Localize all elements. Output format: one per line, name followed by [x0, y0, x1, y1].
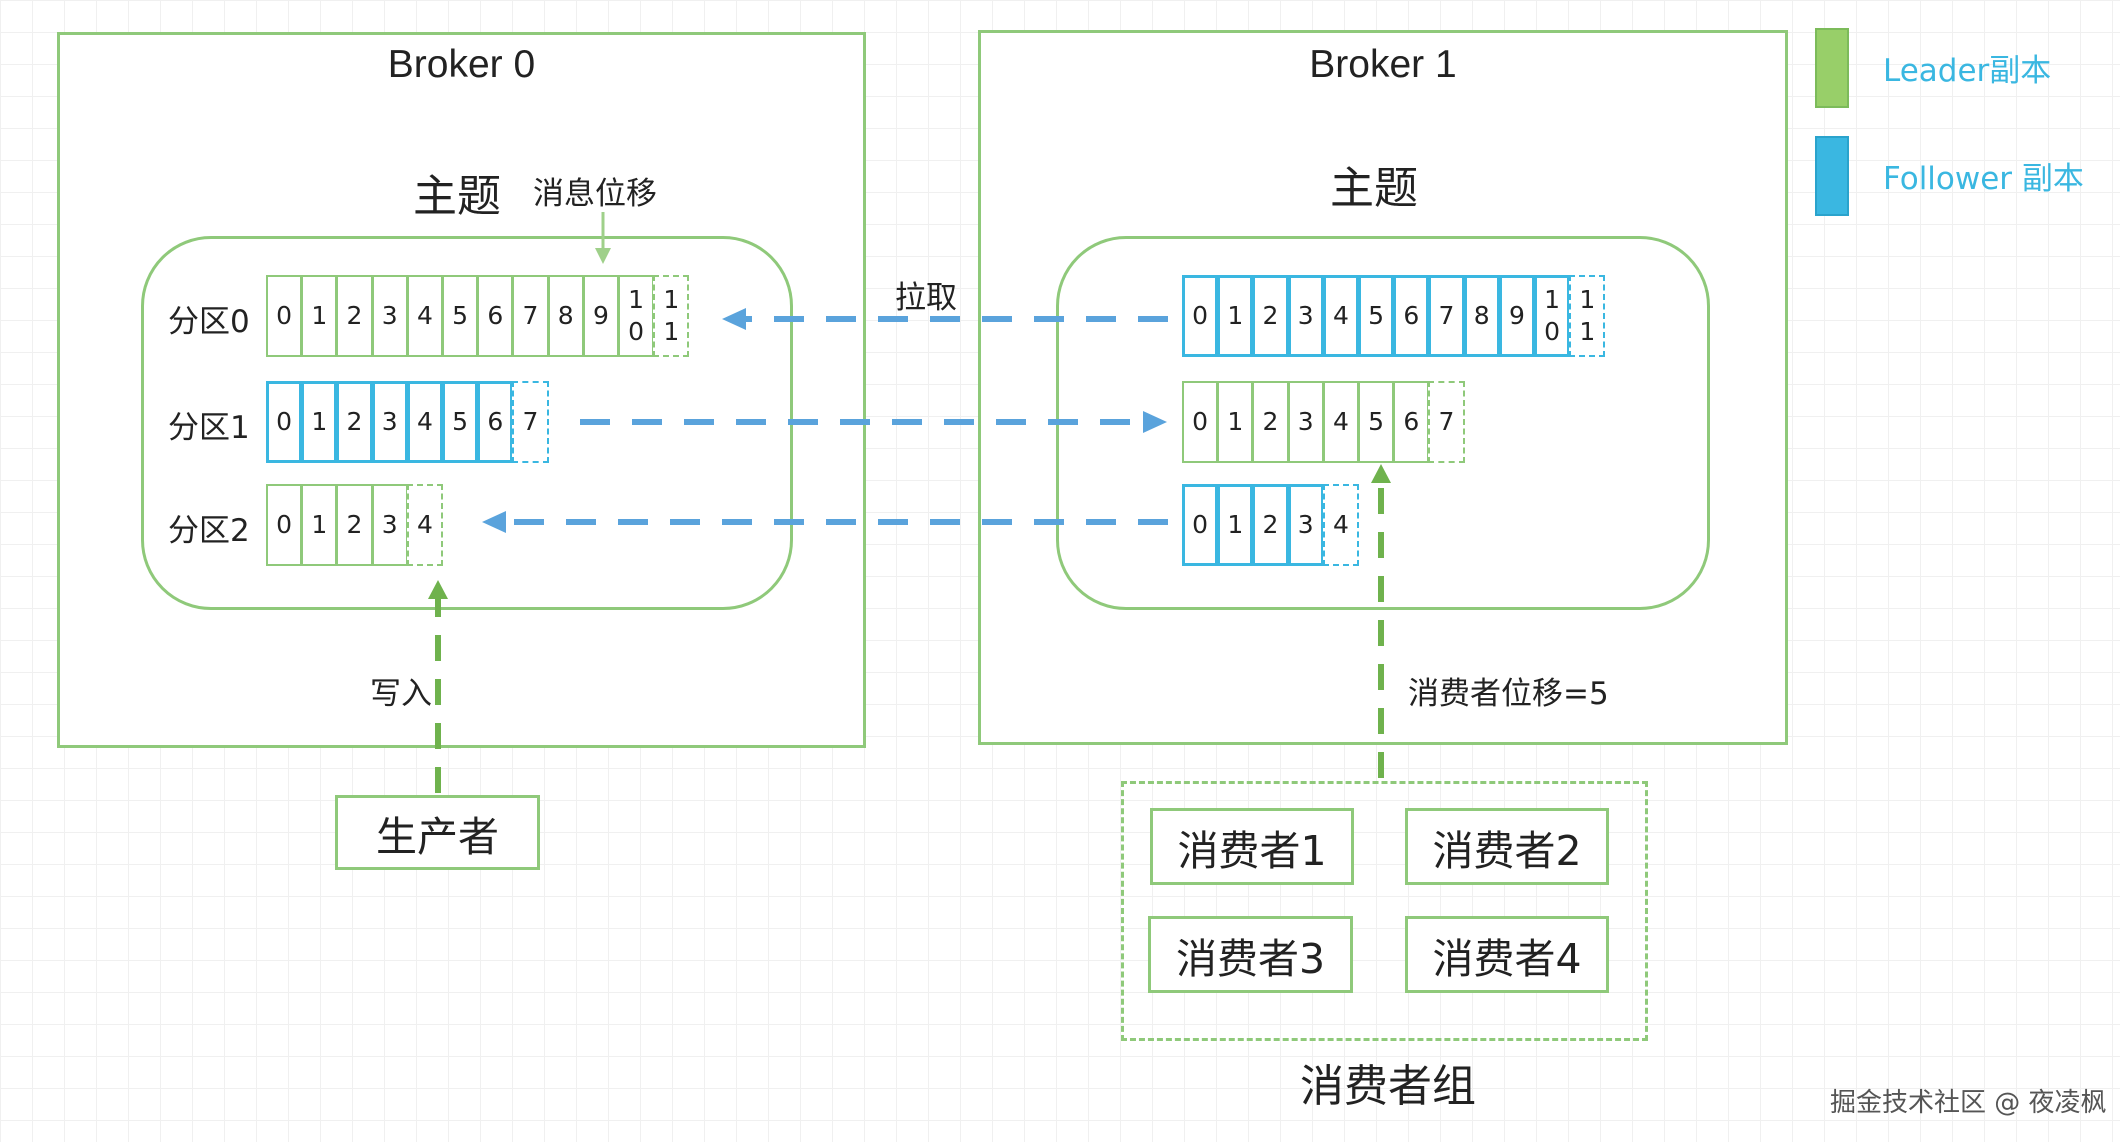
broker-0-partition-1-cell: 4 [406, 381, 443, 463]
consumer-2-box: 消费者2 [1405, 808, 1609, 885]
broker-1-partition-0-cell: 8 [1463, 275, 1500, 357]
pull-arrow-partition-1 [580, 411, 1167, 433]
broker-0-partition-0-cell: 8 [547, 275, 584, 357]
broker-0-partition-2-cell: 3 [371, 484, 408, 566]
broker-1-partition-1-cell: 1 [1217, 381, 1254, 463]
follower-legend-swatch [1815, 136, 1849, 216]
leader-legend-label: Leader副本 [1883, 53, 2052, 89]
broker-0-partition-2-cell: 2 [336, 484, 373, 566]
broker-1-partition-2-cell: 2 [1252, 484, 1289, 566]
broker-1-partition-1-cell: 5 [1358, 381, 1395, 463]
broker-0-partition-0-cell: 6 [477, 275, 514, 357]
broker-0-partition-0-cell: 9 [582, 275, 619, 357]
broker-1-partition-1-cell: 2 [1252, 381, 1289, 463]
pull-arrow-partition-2 [482, 511, 1168, 533]
write-arrow [428, 580, 448, 793]
broker-1-partition-0-cell: 6 [1393, 275, 1430, 357]
broker-0-partition-0-label: 分区0 [168, 304, 250, 340]
broker-0-partition-1-cell: 6 [477, 381, 514, 463]
broker-1-partition-1-cell: 3 [1287, 381, 1324, 463]
broker-0-partition-0-cell: 7 [512, 275, 549, 357]
message-offset-label: 消息位移 [533, 176, 657, 212]
broker-0-partition-0-cell: 4 [406, 275, 443, 357]
broker-0-partition-0-cell: 3 [371, 275, 408, 357]
broker-1-partition-0-cell: 7 [1428, 275, 1465, 357]
broker-0-topic-label: 主题 [413, 171, 501, 222]
broker-1-partition-0-cell: 1 1 [1569, 275, 1606, 357]
broker-0-partition-2-label: 分区2 [168, 513, 250, 549]
broker-0-partition-1-cell: 2 [336, 381, 373, 463]
broker-0-partition-1-cell: 5 [442, 381, 479, 463]
broker-1-partition-1-cell: 6 [1393, 381, 1430, 463]
broker-1-partition-2-cell: 0 [1182, 484, 1219, 566]
broker-1-partition-0-cell: 4 [1322, 275, 1359, 357]
pull-label: 拉取 [895, 280, 957, 316]
watermark: 掘金技术社区 @ 夜凌枫 [1830, 1088, 2107, 1118]
broker-1-partition-0-cell: 2 [1252, 275, 1289, 357]
pull-arrow-partition-0 [722, 308, 1168, 330]
broker-1-title: Broker 1 [1309, 43, 1457, 86]
consumer-3-box: 消费者3 [1148, 916, 1353, 993]
consumer-offset-label: 消费者位移=5 [1408, 676, 1609, 712]
broker-1-partition-0-cell: 5 [1358, 275, 1395, 357]
broker-0-partition-0-cell: 5 [442, 275, 479, 357]
broker-0-title: Broker 0 [387, 43, 536, 86]
broker-0-partition-2-cell: 4 [406, 484, 443, 566]
broker-0-partition-0-cell: 1 0 [618, 275, 655, 357]
consumer-1-box: 消费者1 [1150, 808, 1354, 885]
broker-1-partition-0-cell: 0 [1182, 275, 1219, 357]
broker-1-topic-label: 主题 [1330, 163, 1418, 214]
follower-legend-label: Follower 副本 [1883, 161, 2084, 197]
consumer-group-box [1121, 781, 1648, 1041]
broker-1-partition-2-cell: 3 [1287, 484, 1324, 566]
consumer-offset-arrow [1371, 464, 1391, 778]
broker-0-partition-1-cell: 3 [371, 381, 408, 463]
broker-0-partition-2-cell: 0 [266, 484, 303, 566]
broker-1-partition-1-cell: 7 [1428, 381, 1465, 463]
broker-1-partition-2-cell: 1 [1217, 484, 1254, 566]
broker-0-partition-2-cell: 1 [301, 484, 338, 566]
broker-1-partition-0-cell: 3 [1287, 275, 1324, 357]
consumer-group-label: 消费者组 [1300, 1061, 1476, 1112]
consumer-4-box: 消费者4 [1405, 916, 1609, 993]
broker-0-partition-0-cell: 0 [266, 275, 303, 357]
broker-1-partition-0-cell: 1 0 [1534, 275, 1571, 357]
broker-1-partition-1-cell: 4 [1322, 381, 1359, 463]
message-offset-arrow [595, 212, 611, 264]
broker-0-partition-0-cell: 1 1 [653, 275, 690, 357]
broker-0-partition-1-cell: 1 [301, 381, 338, 463]
broker-0-partition-1-cell: 0 [266, 381, 303, 463]
broker-0-partition-1-label: 分区1 [168, 410, 250, 446]
broker-1-partition-0-cell: 9 [1498, 275, 1535, 357]
broker-0-partition-0-cell: 1 [301, 275, 338, 357]
broker-1-partition-0-cell: 1 [1217, 275, 1254, 357]
broker-0-partition-1-cell: 7 [512, 381, 549, 463]
producer-box: 生产者 [335, 795, 540, 870]
write-label: 写入 [370, 676, 432, 712]
leader-legend-swatch [1815, 28, 1849, 108]
broker-0-partition-0-cell: 2 [336, 275, 373, 357]
broker-1-partition-2-cell: 4 [1322, 484, 1359, 566]
broker-1-partition-1-cell: 0 [1182, 381, 1219, 463]
